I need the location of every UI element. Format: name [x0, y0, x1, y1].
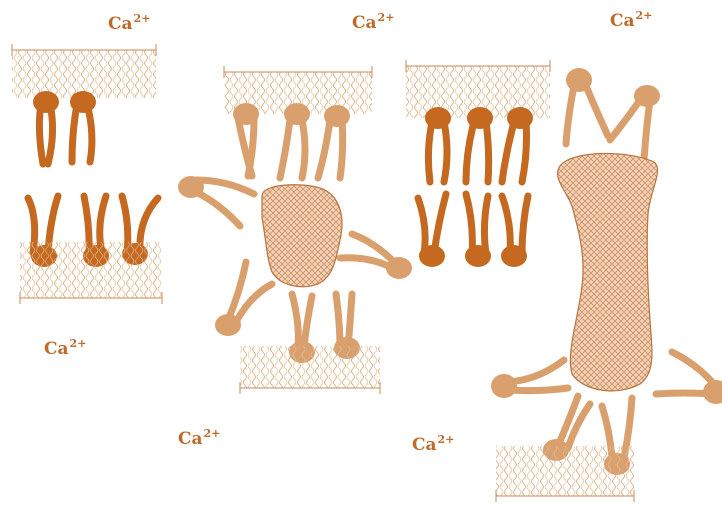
- lipid-head-icon: [425, 107, 451, 129]
- lipid-head-icon: [178, 176, 204, 198]
- lipid-head-icon: [233, 103, 259, 125]
- lipid-head-icon: [507, 107, 533, 129]
- calcium-ion-label: Ca2+: [352, 12, 394, 32]
- lipid-head-icon: [419, 245, 445, 267]
- lipid-side-right: [340, 234, 412, 279]
- lipid-head-icon: [703, 380, 722, 404]
- lipid-head-icon: [566, 68, 592, 92]
- panel-stacked-bilayer: [406, 60, 550, 267]
- lipid-head-icon: [501, 245, 527, 267]
- calcium-ion-label: Ca2+: [610, 10, 652, 30]
- lipid-head-icon: [324, 105, 350, 127]
- membrane-protein-icon: [262, 185, 342, 287]
- lipid-row-bottom: [418, 194, 528, 267]
- lipid-head-icon: [465, 245, 491, 267]
- lipid-tail-icon: [39, 104, 43, 164]
- lipid-head-icon: [386, 257, 412, 279]
- lipid-side-left: [491, 360, 568, 398]
- calcium-ion-label: Ca2+: [178, 428, 220, 448]
- bilayer-leaflet-icon: [12, 50, 156, 98]
- bilayer-leaflet-bottom: [20, 242, 162, 304]
- lipid-row-top: [233, 103, 350, 178]
- lipid-pair-top: [566, 68, 660, 160]
- lipid-side-left: [178, 176, 254, 226]
- lipid-head-icon: [634, 85, 660, 107]
- panel-fusion-intermediate: [178, 66, 412, 394]
- bilayer-leaflet-icon: [240, 346, 380, 388]
- lipid-head-icon: [284, 103, 310, 125]
- bilayer-leaflet-top: [12, 44, 156, 98]
- calcium-ion-label: Ca2+: [108, 13, 150, 33]
- lipid-row-top: [425, 107, 533, 182]
- bilayer-leaflet-bottom: [496, 446, 634, 502]
- calcium-ion-label: Ca2+: [44, 338, 86, 358]
- lipid-head-icon: [491, 374, 517, 398]
- lipid-bottom-left-tilted: [215, 262, 272, 336]
- panel-separate-bilayers: [12, 44, 162, 304]
- lipid-pair-top: [33, 91, 96, 164]
- lipid-side-right: [656, 352, 722, 404]
- lipid-head-icon: [467, 107, 493, 129]
- lipid-head-icon: [215, 314, 241, 336]
- bilayer-leaflet-icon: [20, 242, 162, 298]
- calcium-ion-label: Ca2+: [412, 434, 454, 454]
- membrane-protein-icon: [558, 153, 658, 390]
- bilayer-leaflet-icon: [496, 446, 634, 496]
- lipid-head-icon: [70, 91, 96, 113]
- bilayer-leaflet-bottom: [240, 346, 380, 394]
- lipid-head-icon: [33, 91, 59, 113]
